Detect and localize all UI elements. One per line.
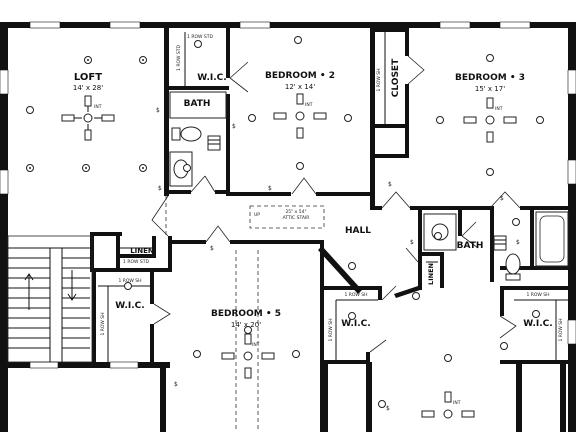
- switch-icon: $: [158, 185, 162, 192]
- wic-top-name: W.I.C.: [197, 73, 226, 83]
- bath-top-name: BATH: [184, 99, 211, 109]
- ceiling-fan-icon: [421, 391, 475, 419]
- ceiling-light-icon: [348, 312, 356, 320]
- ceiling-light-icon: [193, 350, 201, 358]
- ceiling-light-icon: [536, 116, 544, 124]
- ceiling-light-icon: [344, 114, 352, 122]
- linen-right-name: LINEN: [427, 263, 435, 285]
- attic-stair-size: 25" x 54": [285, 209, 306, 215]
- bath-right-name: BATH: [457, 241, 484, 251]
- ceiling-fan-icon: [273, 93, 327, 139]
- bedroom5-dims: 14' x 20': [231, 321, 261, 329]
- wic-left-name: W.I.C.: [115, 301, 144, 311]
- switch-icon: $: [268, 185, 272, 192]
- ceiling-fan-icon: [221, 333, 275, 379]
- doors: [151, 55, 521, 353]
- shelf-note-wic-right-v: 1 ROW SH: [558, 318, 564, 341]
- ceiling-light-icon: [82, 164, 90, 172]
- shelf-note-wic-right-h: 1 ROW SH: [526, 292, 549, 298]
- attic-stair: [165, 196, 325, 432]
- ceiling-light-icon: [124, 282, 132, 290]
- stairs: [7, 235, 93, 363]
- ceiling-light-icon: [378, 400, 386, 408]
- ceiling-light-icon: [296, 162, 304, 170]
- ceiling-light-icon: [434, 232, 442, 240]
- ceiling-light-icon: [532, 310, 540, 318]
- ceiling-fan-icon: [463, 97, 517, 143]
- ceiling-light-icon: [292, 350, 300, 358]
- fan-int-loft: INT: [94, 104, 102, 110]
- fan-int-bed2: INT: [305, 102, 313, 108]
- bedroom5-name: BEDROOM • 5: [211, 309, 281, 319]
- ceiling-light-icon: [500, 342, 508, 350]
- ceiling-light-icon: [244, 326, 252, 334]
- shelf-note-closet: 1 ROW SH: [376, 68, 382, 91]
- bedroom3-name: BEDROOM • 3: [455, 73, 525, 83]
- switch-icon: $: [410, 239, 414, 246]
- ceiling-light-icon: [486, 168, 494, 176]
- ceiling-light-icon: [26, 106, 34, 114]
- attic-stair-label: ATTIC STAIR: [283, 215, 310, 221]
- closet-shelves: [98, 32, 568, 366]
- switch-icon: $: [386, 405, 390, 412]
- attic-up-label: UP: [254, 212, 260, 218]
- bedroom2-name: BEDROOM • 2: [265, 71, 335, 81]
- ceiling-fans: [61, 93, 517, 419]
- ceiling-light-icon: [294, 36, 302, 44]
- switch-icon: $: [388, 181, 392, 188]
- loft-name: LOFT: [74, 72, 102, 83]
- linen-left-name: LINEN: [130, 247, 154, 255]
- ceiling-light-icon: [183, 164, 191, 172]
- ceiling-light-icon: [412, 292, 420, 300]
- shelf-note-wic-top: 1 ROW STD: [176, 45, 182, 71]
- shelf-note-wic-top-h: 1 ROW STD: [187, 34, 213, 40]
- ceiling-light-icon: [512, 218, 520, 226]
- interior-walls: [90, 28, 572, 432]
- switch-icon: $: [516, 239, 520, 246]
- ceiling-light-icon: [444, 354, 452, 362]
- shelf-note-wic-mid-v: 1 ROW SH: [328, 318, 334, 341]
- wic-mid-name: W.I.C.: [341, 319, 370, 329]
- exterior-walls: [0, 22, 576, 432]
- switch-icon: $: [500, 195, 504, 202]
- fan-int-lower: INT: [453, 400, 461, 406]
- fan-int-bed3: INT: [495, 106, 503, 112]
- loft-dims: 14' x 28': [73, 84, 103, 92]
- ceiling-light-icon: [486, 54, 494, 62]
- switch-icon: $: [174, 381, 178, 388]
- ceiling-fan-icon: [61, 95, 115, 141]
- ceiling-light-icon: [194, 40, 202, 48]
- switch-icon: $: [232, 123, 236, 130]
- ceiling-light-icon: [84, 56, 92, 64]
- fan-int-bed5: INT: [252, 342, 260, 348]
- shelf-note-wic-mid-h: 1 ROW SH: [344, 292, 367, 298]
- shelf-note-wic-left-h: 1 ROW SH: [118, 278, 141, 284]
- ceiling-light-icon: [139, 56, 147, 64]
- bath-fixtures: [169, 91, 569, 281]
- switch-icon: $: [210, 245, 214, 252]
- shelf-note-wic-left-v: 1 ROW SH: [100, 312, 106, 335]
- linen-std-note: 1 ROW STD: [123, 259, 149, 265]
- ceiling-light-icon: [348, 262, 356, 270]
- hall-name: HALL: [345, 226, 371, 236]
- closet-name: CLOSET: [391, 58, 401, 97]
- ceiling-light-icon: [139, 164, 147, 172]
- ceiling-light-icon: [26, 164, 34, 172]
- bedroom3-dims: 15' x 17': [475, 85, 505, 93]
- switches: $ $ $ $ $ $ $ $ $ $ $: [156, 107, 520, 412]
- switch-icon: $: [156, 107, 160, 114]
- ceiling-light-icon: [248, 114, 256, 122]
- ceiling-lights: [26, 36, 544, 408]
- ceiling-light-icon: [436, 116, 444, 124]
- bedroom2-dims: 12' x 14': [285, 83, 315, 91]
- room-labels: LOFT 14' x 28' W.I.C. BATH BEDROOM • 2 1…: [73, 58, 553, 329]
- annotations: 1 ROW STD 1 ROW STD 1 ROW SH 1 ROW STD 1…: [94, 34, 564, 406]
- windows: [0, 21, 576, 369]
- wic-right-name: W.I.C.: [523, 319, 552, 329]
